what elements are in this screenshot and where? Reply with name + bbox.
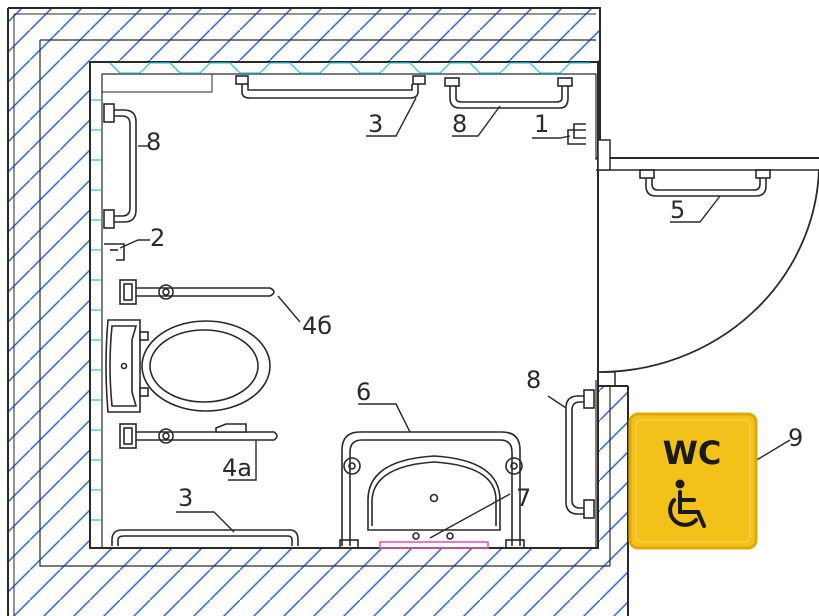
handrail-3-top <box>235 75 426 99</box>
hook-2 <box>104 243 125 261</box>
label-1: 1 <box>534 110 549 138</box>
handrail-8-right <box>565 389 595 519</box>
label-4b: 4б <box>302 312 332 340</box>
handrail-4a <box>119 423 278 449</box>
tile-strip-left <box>91 99 101 521</box>
handrail-4b <box>119 279 275 305</box>
label-8-top: 8 <box>452 110 467 138</box>
label-3-bottom: 3 <box>178 484 193 512</box>
wc-sign: WC <box>628 412 758 550</box>
handrail-8-top <box>444 77 573 109</box>
label-2: 2 <box>150 224 165 252</box>
wheelchair-icon <box>668 479 706 528</box>
door <box>596 139 819 386</box>
label-4a: 4а <box>222 454 252 482</box>
handrail-3-bottom <box>111 529 299 546</box>
handrail-5 <box>639 169 771 197</box>
leader-lines <box>119 97 791 539</box>
room-outline <box>89 61 599 549</box>
wc-sign-text: WC <box>663 434 722 472</box>
handrail-6 <box>339 431 525 549</box>
label-8-right: 8 <box>526 366 541 394</box>
label-8-left: 8 <box>146 128 161 156</box>
sink <box>367 455 501 549</box>
label-3-top: 3 <box>368 110 383 138</box>
tile-strip-top <box>109 62 590 74</box>
label-9: 9 <box>788 424 803 452</box>
label-7: 7 <box>516 484 531 512</box>
toilet <box>105 319 271 413</box>
handrail-8-left <box>103 103 137 229</box>
label-6: 6 <box>356 378 371 406</box>
label-5: 5 <box>670 196 685 224</box>
labels: 3 8 1 8 2 4б 5 6 7 3 4а 8 9 <box>146 110 803 512</box>
